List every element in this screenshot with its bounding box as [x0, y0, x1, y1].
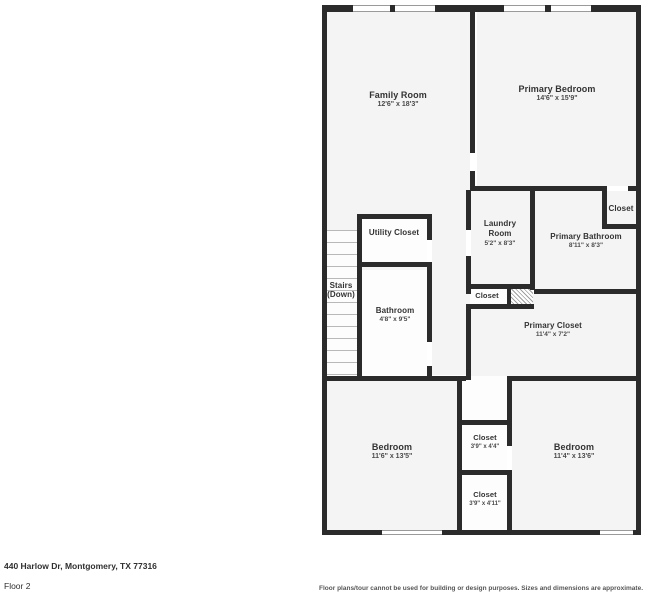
interior-wall-bath-closet-bottom [602, 224, 641, 229]
interior-wall-family-primary-upper [470, 5, 475, 153]
room-fill-bedroom-right [511, 380, 637, 530]
interior-wall-utility-closet-right-upper [427, 214, 432, 240]
interior-wall-utility-closet-top [357, 214, 432, 219]
mechanical-chase-hatch [510, 288, 533, 308]
interior-wall-closet-right-upper [507, 420, 512, 446]
floor-label: Floor 2 [4, 581, 31, 591]
interior-wall-mid-horizontal-center [436, 376, 466, 381]
room-fill-closet-lower [461, 476, 511, 530]
doorway-primary-bedroom-to-bath [607, 186, 628, 191]
property-address: 440 Harlow Dr, Montgomery, TX 77316 [4, 561, 157, 571]
interior-wall-hallway-left [457, 376, 462, 420]
interior-wall-primary-bedroom-bottom [470, 186, 607, 191]
interior-wall-bath-closet-left [602, 190, 607, 228]
exterior-wall-right [636, 5, 641, 535]
room-fill-closet-upper [461, 424, 511, 470]
exterior-wall-left-stairs [322, 232, 327, 378]
window-family-room-right [395, 5, 435, 12]
interior-wall-hall-closet-top [466, 284, 534, 289]
doorway-utility-closet [427, 240, 432, 262]
window-primary-bedroom-left [504, 5, 545, 12]
doorway-laundry-room [466, 230, 471, 256]
window-bedroom-left-bottom [382, 530, 442, 535]
interior-wall-closet-right-lower [507, 475, 512, 530]
room-fill-bedroom-left [326, 380, 461, 530]
interior-wall-laundry-left-lower [466, 256, 471, 294]
interior-wall-primary-closet-left [466, 304, 471, 380]
window-family-room-left [353, 5, 390, 12]
exterior-wall-left-upper [322, 5, 327, 232]
interior-wall-closet-left [457, 420, 462, 530]
exterior-wall-left-lower [322, 376, 327, 535]
interior-wall-bathroom-left [357, 267, 362, 377]
doorway-bathroom [427, 342, 432, 366]
interior-wall-hallway-right [507, 376, 512, 420]
interior-wall-family-primary-lower [470, 171, 475, 190]
interior-wall-utility-closet-left [357, 214, 362, 266]
room-fill-hallway [461, 376, 511, 424]
room-fill-utility-closet [360, 218, 428, 266]
interior-wall-primary-bedroom-bottom-right [628, 186, 641, 191]
room-fill-bathroom [360, 270, 428, 375]
interior-wall-laundry-left-upper [466, 190, 471, 230]
room-fill-primary-bath-closet [606, 190, 637, 228]
room-fill-laundry-room [470, 190, 530, 290]
interior-wall-hall-closet-bottom [466, 304, 534, 309]
window-bedroom-right-bottom [600, 530, 633, 535]
interior-wall-closet-upper-top [457, 420, 512, 425]
footer: 440 Harlow Dr, Montgomery, TX 77316 Floo… [0, 545, 647, 600]
interior-wall-utility-closet-bottom [357, 262, 432, 267]
interior-wall-bathroom-right-lower [427, 366, 432, 378]
interior-wall-closet-divider [457, 470, 512, 475]
interior-wall-bathroom-right-upper [427, 267, 432, 342]
interior-wall-laundry-right [530, 190, 535, 290]
doorway-closet-upper [507, 446, 512, 470]
interior-wall-mid-horizontal-right [507, 376, 641, 381]
window-primary-bedroom-right [551, 5, 591, 12]
interior-wall-mid-horizontal-left [322, 376, 440, 381]
room-fill-primary-bedroom [477, 10, 637, 190]
room-fill-hall-closet [470, 288, 508, 308]
doorway-family-to-hall [470, 153, 475, 171]
interior-wall-primary-bath-bottom [534, 289, 641, 294]
stairs-area [322, 230, 360, 375]
exterior-wall-bottom [322, 530, 641, 535]
interior-wall-hall-closet-divider [507, 284, 511, 309]
disclaimer-text: Floor plans/tour cannot be used for buil… [319, 585, 643, 592]
floor-plan-canvas: Family Room 12'6" x 18'3" Primary Bedroo… [322, 5, 641, 535]
